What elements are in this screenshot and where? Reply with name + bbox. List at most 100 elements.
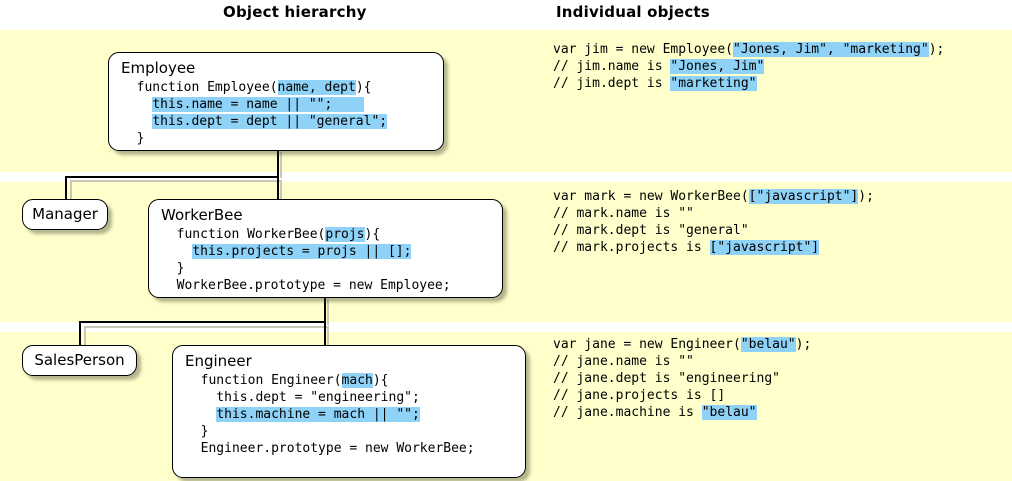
code-text: // mark.projects is [553,240,710,255]
code-line: function Employee(name, dept){ [121,79,433,96]
node-manager[interactable]: Manager [22,199,108,230]
code-text: } [161,261,185,276]
code-line: // mark.name is "" [553,205,874,222]
code-line: // mark.dept is "general" [553,222,874,239]
code-text: // jim.dept is [553,76,671,91]
code-text: // mark.name is "" [553,206,694,221]
code-text: function WorkerBee( [161,227,326,242]
code-line: // jane.dept is "engineering" [553,370,811,387]
code-text: ){ [355,80,372,95]
code-highlight: mach [341,373,373,388]
connector-shadow-4 [280,180,282,202]
node-employee-code: function Employee(name, dept){ this.name… [121,79,433,147]
code-line: // jane.machine is "belau" [553,404,811,421]
code-text: var mark = new WorkerBee( [553,189,749,204]
code-text [185,407,216,422]
code-line: // jim.name is "Jones, Jim" [553,58,944,75]
code-highlight: this.name = name || ""; [152,97,364,112]
connector-workerbee-crossbar [79,321,326,323]
connector-shadow-3 [70,180,72,202]
heading-object-hierarchy: Object hierarchy [223,3,367,21]
node-employee[interactable]: Employee function Employee(name, dept){ … [108,52,444,151]
connector-employee-crossbar [65,176,279,178]
code-line: // jane.name is "" [553,353,811,370]
connector-manager-drop [65,176,67,201]
code-line: var mark = new WorkerBee(["javascript"])… [553,188,874,205]
code-text: } [185,424,209,439]
code-line: this.dept = dept || "general"; [121,113,433,130]
connector-shadow-1 [280,152,282,178]
code-highlight: this.projects = projs || []; [192,244,412,259]
code-line: function Engineer(mach){ [185,372,515,389]
code-text: ); [928,42,945,57]
code-line: WorkerBee.prototype = new Employee; [161,277,492,294]
code-text: WorkerBee.prototype = new Employee; [161,278,451,293]
code-line: var jim = new Employee("Jones, Jim", "ma… [553,41,944,58]
code-line: this.name = name || ""; [121,96,433,113]
connector-engineer-drop [324,321,326,347]
code-line: // jim.dept is "marketing" [553,75,944,92]
code-text: } [121,131,145,146]
code-text [161,244,192,259]
code-highlight: this.machine = mach || ""; [216,407,420,422]
node-engineer-code: function Engineer(mach){ this.dept = "en… [185,372,515,457]
node-engineer-title: Engineer [185,352,252,370]
connector-shadow-7 [84,326,86,348]
connector-shadow-2 [70,180,282,182]
code-highlight: "belau" [740,337,796,352]
code-highlight: "Jones, Jim", "marketing" [733,42,929,57]
connector-workerbee-drop [277,176,279,201]
code-line: // mark.projects is ["javascript"] [553,239,874,256]
code-line: } [161,260,492,277]
code-line: } [121,130,433,147]
code-highlight: "belau" [701,405,757,420]
code-highlight: this.dept = dept || "general"; [152,114,388,129]
code-line: this.machine = mach || ""; [185,406,515,423]
code-text: function Engineer( [185,373,342,388]
code-line: Engineer.prototype = new WorkerBee; [185,440,515,457]
code-text: // jane.name is "" [553,354,694,369]
code-text: // jim.name is [553,59,671,74]
code-line: function WorkerBee(projs){ [161,226,492,243]
code-highlight: ["javascript"] [748,189,859,204]
code-text: this.dept = "engineering"; [185,390,420,405]
node-salesperson[interactable]: SalesPerson [22,345,137,376]
code-highlight: ["javascript"] [709,240,820,255]
code-text: // mark.dept is "general" [553,223,749,238]
code-text: ){ [372,373,389,388]
node-workerbee-code: function WorkerBee(projs){ this.projects… [161,226,492,294]
code-text [121,114,152,129]
code-highlight: name, dept [277,80,356,95]
connector-shadow-5 [327,299,329,325]
code-text: // jane.machine is [553,405,702,420]
code-text: function Employee( [121,80,278,95]
code-text: ); [858,189,874,204]
node-engineer[interactable]: Engineer function Engineer(mach){ this.d… [172,345,526,478]
code-line: // jane.projects is [] [553,387,811,404]
code-line: this.projects = projs || []; [161,243,492,260]
code-text [121,97,152,112]
code-text: Engineer.prototype = new WorkerBee; [185,441,475,456]
node-manager-title: Manager [32,205,98,223]
connector-salesperson-drop [79,321,81,347]
code-text: var jane = new Engineer( [553,337,741,352]
node-salesperson-title: SalesPerson [34,351,125,369]
node-employee-title: Employee [121,59,196,77]
code-block-mark: var mark = new WorkerBee(["javascript"])… [553,188,874,256]
connector-workerbee-stem [324,296,326,323]
code-text: // jane.dept is "engineering" [553,371,780,386]
connector-employee-stem [277,149,279,177]
connector-shadow-8 [327,326,329,348]
node-workerbee[interactable]: WorkerBee function WorkerBee(projs){ thi… [148,199,503,298]
code-text: ){ [364,227,381,242]
code-highlight: projs [325,227,365,242]
code-line: this.dept = "engineering"; [185,389,515,406]
code-text: // jane.projects is [] [553,388,726,403]
code-line: var jane = new Engineer("belau"); [553,336,811,353]
code-block-jane: var jane = new Engineer("belau");// jane… [553,336,811,421]
code-text: var jim = new Employee( [553,42,734,57]
code-line: } [185,423,515,440]
node-workerbee-title: WorkerBee [161,206,243,224]
code-block-jim: var jim = new Employee("Jones, Jim", "ma… [553,41,944,92]
code-text: ); [795,337,812,352]
